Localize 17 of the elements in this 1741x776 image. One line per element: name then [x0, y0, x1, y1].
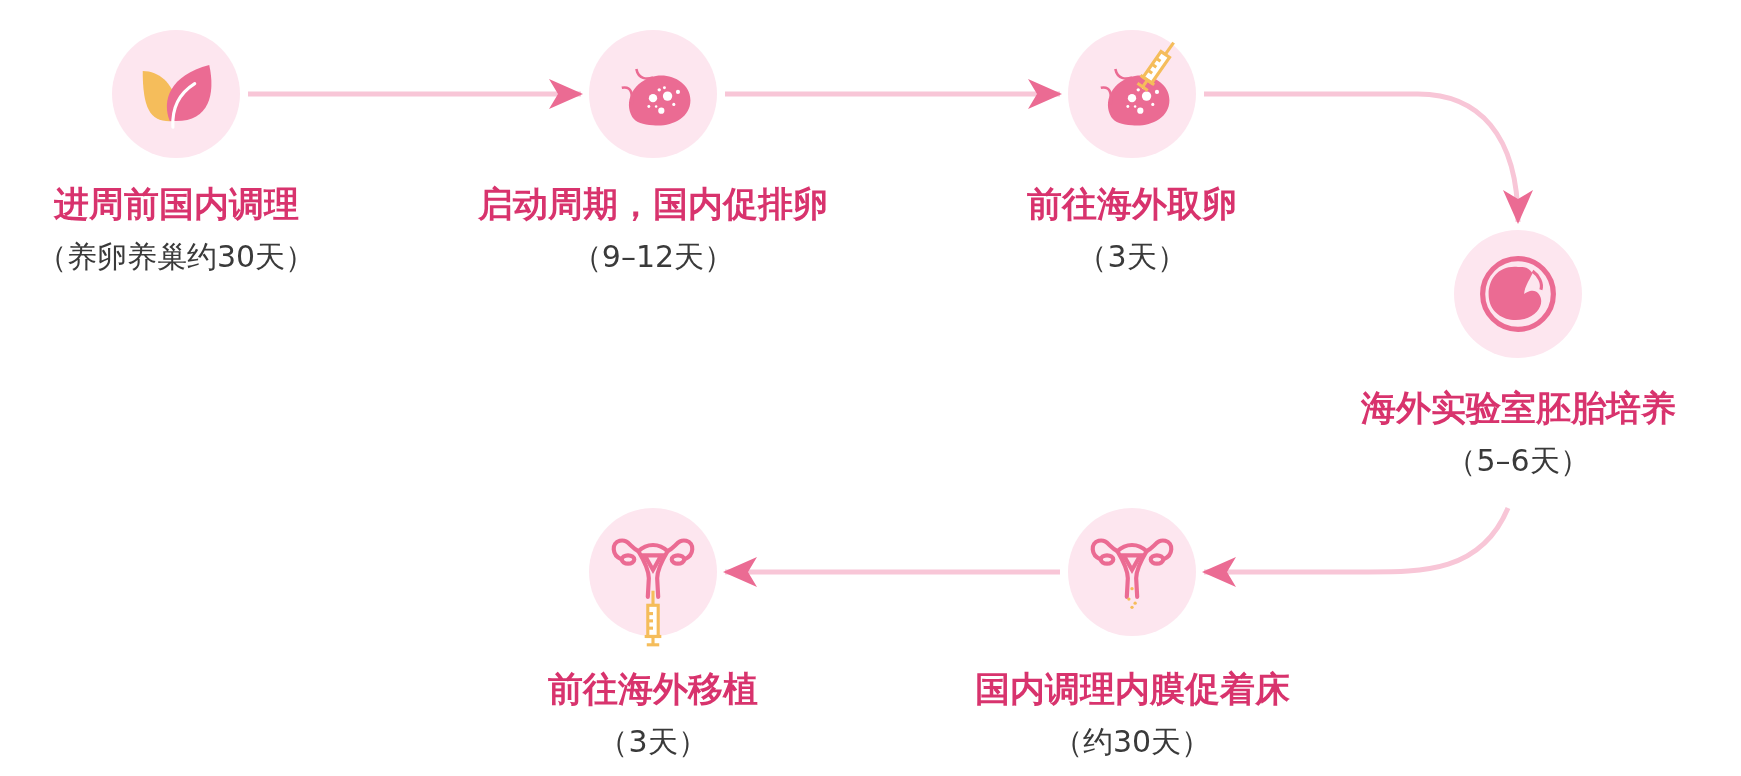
step-title: 前往海外取卵 [1027, 183, 1237, 225]
step-title: 启动周期，国内促排卵 [478, 183, 828, 225]
arrow [1204, 91, 1532, 224]
step-duration: （3天） [598, 724, 708, 760]
step-title: 海外实验室胚胎培养 [1360, 387, 1676, 429]
step-duration: （约30天） [1052, 724, 1212, 760]
step-duration: （养卵养巢约30天） [36, 239, 316, 275]
step-duration: （3天） [1077, 239, 1187, 275]
step-title: 国内调理内膜促着床 [974, 668, 1290, 710]
step-title: 进周前国内调理 [53, 183, 299, 225]
step-duration: （9–12天） [571, 239, 735, 275]
arrow [248, 79, 583, 109]
arrow [1202, 506, 1511, 587]
step-title: 前往海外移植 [548, 668, 758, 710]
arrow [725, 79, 1062, 109]
arrow [723, 557, 1060, 587]
step-duration: （5–6天） [1446, 443, 1590, 479]
